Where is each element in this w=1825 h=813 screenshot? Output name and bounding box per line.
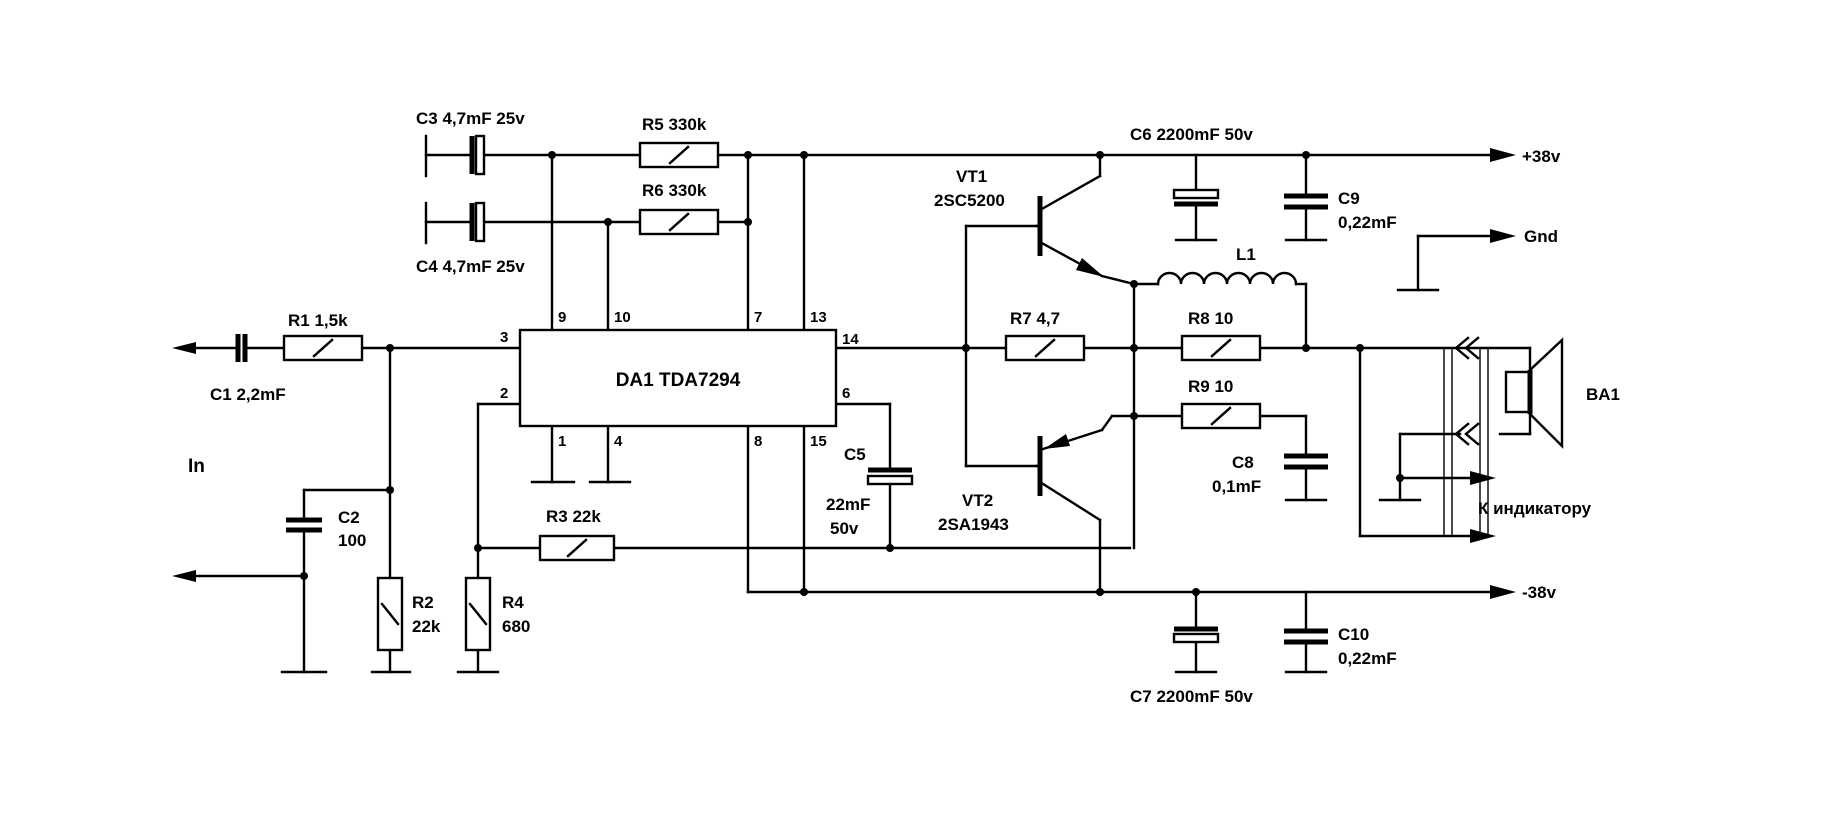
r3-label: R3 22k — [546, 507, 601, 526]
pos-rail-arrow — [1490, 148, 1516, 162]
resistor-r9 — [1180, 402, 1262, 430]
gnd-label: Gnd — [1524, 227, 1558, 246]
resistor-r8 — [1180, 334, 1262, 362]
r7-label: R7 4,7 — [1010, 309, 1060, 328]
indicator-arrow-2 — [1470, 529, 1496, 543]
resistor-r7 — [1004, 334, 1086, 362]
ba1-label: BA1 — [1586, 385, 1620, 404]
neg-rail-arrow — [1490, 585, 1516, 599]
vt1-ref: VT1 — [956, 167, 987, 186]
capacitor-c9 — [1284, 193, 1328, 210]
pin-3-label: 3 — [500, 329, 508, 346]
c5-voltage: 50v — [830, 519, 859, 538]
inductor-l1 — [1156, 271, 1298, 286]
pin-4-label: 4 — [614, 433, 623, 450]
pin-10-label: 10 — [614, 309, 631, 326]
transistor-vt1 — [1034, 174, 1104, 278]
pin-2-label: 2 — [500, 385, 508, 402]
pin-15-label: 15 — [810, 433, 827, 450]
speaker-ba1 — [1504, 337, 1564, 449]
capacitor-c6 — [1172, 188, 1220, 207]
c7-label: C7 2200mF 50v — [1130, 687, 1253, 706]
capacitor-c5 — [866, 467, 914, 486]
pin-7-label: 7 — [754, 309, 762, 326]
c8-value: 0,1mF — [1212, 477, 1261, 496]
c6-label: C6 2200mF 50v — [1130, 125, 1253, 144]
junction-dots — [300, 151, 1404, 596]
c2-ref: C2 — [338, 508, 360, 527]
c5-value: 22mF — [826, 495, 870, 514]
input-arrow — [172, 342, 196, 354]
capacitor-c2 — [286, 517, 322, 533]
capacitor-c8 — [1284, 453, 1328, 470]
resistor-r4 — [464, 576, 492, 652]
arrows — [172, 148, 1516, 599]
input2-arrow — [172, 570, 196, 582]
vt2-part: 2SA1943 — [938, 515, 1009, 534]
r2-ref: R2 — [412, 593, 434, 612]
gnd-arrow — [1490, 229, 1516, 243]
capacitor-c3 — [424, 134, 486, 178]
pin-6-label: 6 — [842, 385, 850, 402]
r9-label: R9 10 — [1188, 377, 1233, 396]
capacitor-c7 — [1172, 626, 1220, 644]
indicator-label: К индикатору — [1478, 499, 1592, 518]
c10-ref: C10 — [1338, 625, 1369, 644]
vt1-part: 2SC5200 — [934, 191, 1005, 210]
resistor-r2 — [376, 576, 404, 652]
resistor-r3 — [538, 534, 616, 562]
ic-da1: DA1 TDA7294 3 2 9 10 7 13 14 6 1 4 8 15 — [500, 309, 859, 450]
ic-label: DA1 TDA7294 — [616, 370, 741, 391]
r8-label: R8 10 — [1188, 309, 1233, 328]
r4-value: 680 — [502, 617, 530, 636]
l1-label: L1 — [1236, 245, 1256, 264]
c1-label: C1 2,2mF — [210, 385, 286, 404]
resistor-r1 — [282, 334, 364, 362]
resistors — [282, 141, 1262, 652]
capacitor-c4 — [424, 201, 486, 245]
resistor-r6 — [638, 208, 720, 236]
c4-label: C4 4,7mF 25v — [416, 257, 525, 276]
c9-value: 0,22mF — [1338, 213, 1397, 232]
pos-rail-label: +38v — [1522, 147, 1561, 166]
r5-label: R5 330k — [642, 115, 707, 134]
transistor-vt2 — [1034, 428, 1104, 522]
capacitor-c10 — [1284, 628, 1328, 645]
r1-label: R1 1,5k — [288, 311, 348, 330]
r6-label: R6 330k — [642, 181, 707, 200]
resistor-r5 — [638, 141, 720, 169]
capacitors — [235, 134, 1328, 645]
input-label: In — [188, 456, 205, 477]
pin-9-label: 9 — [558, 309, 566, 326]
pin-14-label: 14 — [842, 331, 859, 348]
wires — [180, 153, 1532, 674]
c8-ref: C8 — [1232, 453, 1254, 472]
neg-rail-label: -38v — [1522, 583, 1557, 602]
pin-8-label: 8 — [754, 433, 762, 450]
indicator-arrow-1 — [1470, 471, 1496, 485]
pin-13-label: 13 — [810, 309, 827, 326]
c2-value: 100 — [338, 531, 366, 550]
ground-symbols — [280, 238, 1440, 674]
c3-label: C3 4,7mF 25v — [416, 109, 525, 128]
capacitor-c1 — [235, 334, 248, 362]
c10-value: 0,22mF — [1338, 649, 1397, 668]
r4-ref: R4 — [502, 593, 524, 612]
pin-1-label: 1 — [558, 433, 566, 450]
c5-ref: C5 — [844, 445, 866, 464]
vt2-ref: VT2 — [962, 491, 993, 510]
c9-ref: C9 — [1338, 189, 1360, 208]
labels: C3 4,7mF 25v C4 4,7mF 25v R5 330k R6 330… — [188, 109, 1620, 706]
r2-value: 22k — [412, 617, 441, 636]
speaker-connector — [1443, 336, 1489, 536]
